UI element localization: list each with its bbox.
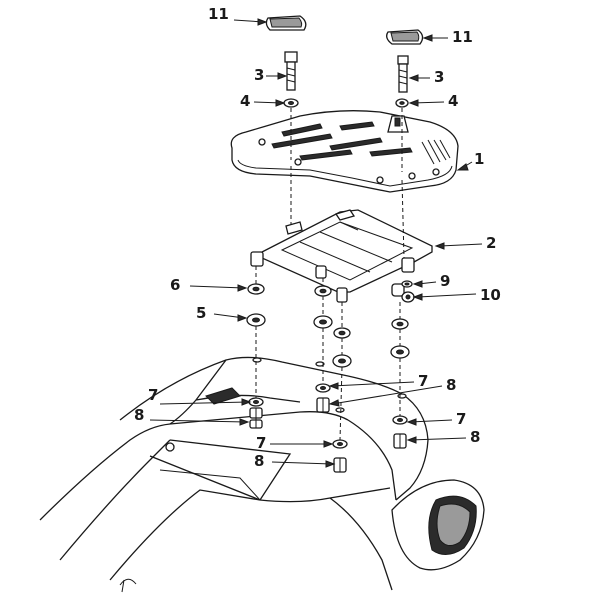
callout-4-right: 4 xyxy=(448,92,458,110)
part-8-nut-a xyxy=(249,407,263,429)
callout-8-d: 8 xyxy=(470,428,480,446)
part-1-rack-plate xyxy=(230,110,459,193)
part-11-cap-right xyxy=(386,29,424,45)
callout-7-d: 7 xyxy=(456,410,466,428)
part-2-rack-frame xyxy=(250,209,433,303)
callout-7-a: 7 xyxy=(148,386,158,404)
callout-8-a: 8 xyxy=(134,406,144,424)
callout-7-c: 7 xyxy=(256,434,266,452)
callout-10: 10 xyxy=(480,286,501,304)
part-6-washer xyxy=(247,283,265,295)
part-10-nut xyxy=(401,291,415,303)
part-7-washer-b xyxy=(315,383,331,393)
callout-4-left: 4 xyxy=(240,92,250,110)
part-3-bolt-left xyxy=(284,51,298,91)
part-5-spacers-mid xyxy=(313,285,352,368)
part-3-bolt-right xyxy=(397,55,409,93)
leader-lines xyxy=(149,18,483,468)
part-5-spacers-right xyxy=(390,318,410,359)
part-7-washer-d xyxy=(392,415,408,425)
callout-7-b: 7 xyxy=(418,372,428,390)
callout-3-right: 3 xyxy=(434,68,444,86)
part-11-cap-left xyxy=(265,15,307,31)
part-5-spacer-left xyxy=(246,313,266,327)
callout-1: 1 xyxy=(474,150,484,168)
part-4-washer-right xyxy=(395,98,409,108)
callout-labels: 11 11 3 3 4 4 1 2 6 9 10 5 7 8 7 8 7 8 7… xyxy=(134,5,501,470)
callout-6: 6 xyxy=(170,276,180,294)
callout-2: 2 xyxy=(486,234,496,252)
part-8-nut-b xyxy=(316,397,330,413)
callout-11-left: 11 xyxy=(208,5,229,23)
part-8-nut-d xyxy=(393,433,407,449)
callout-8-b: 8 xyxy=(446,376,456,394)
part-8-nut-c xyxy=(333,457,347,473)
callout-3-left: 3 xyxy=(254,66,264,84)
callout-11-right: 11 xyxy=(452,28,473,46)
assembly-lines xyxy=(255,108,405,441)
motorcycle-tail-body xyxy=(39,356,429,593)
part-4-washer-left xyxy=(283,98,299,108)
tail-light xyxy=(391,479,485,571)
callout-8-c: 8 xyxy=(254,452,264,470)
callout-9: 9 xyxy=(440,272,450,290)
callout-5: 5 xyxy=(196,304,206,322)
part-7-washer-c xyxy=(332,439,348,449)
part-9-spacer xyxy=(391,280,413,297)
